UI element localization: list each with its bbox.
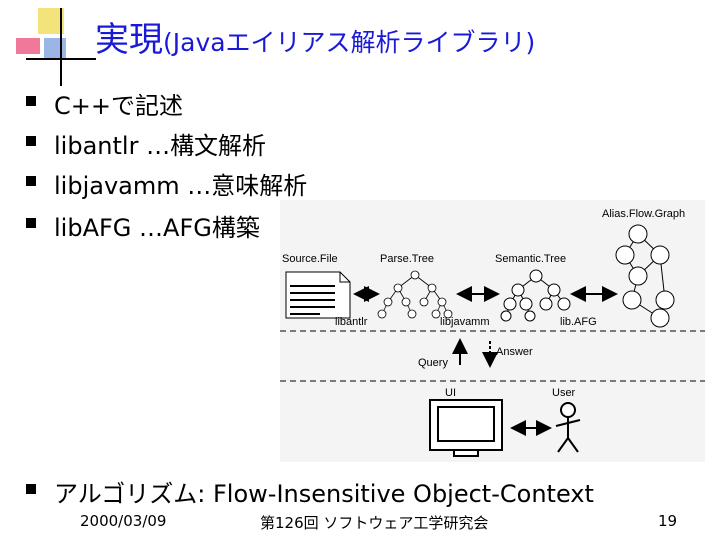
label-query: Query (418, 357, 448, 369)
slide-title: 実現(Javaエイリアス解析ライブラリ) (95, 12, 535, 61)
architecture-diagram: Source.File Parse.Tree Semantic.Tree Ali… (280, 200, 705, 462)
bullet-marker (26, 136, 36, 146)
semantic-tree-icon (500, 269, 571, 322)
label-libjavamm: libjavamm (440, 316, 490, 328)
bullet-marker (26, 484, 36, 494)
user-stick-figure-icon (555, 402, 581, 453)
bullet-text: libantlr …構文解析 (54, 132, 267, 160)
bullet-marker (26, 176, 36, 186)
label-parse-tree: Parse.Tree (380, 253, 434, 265)
label-semantic-tree: Semantic.Tree (495, 253, 566, 265)
bullet-text: C++で記述 (54, 92, 183, 120)
parse-tree-icon (377, 270, 453, 319)
title-subtitle: (Javaエイリアス解析ライブラリ) (163, 28, 536, 57)
footer-event: 第126回 ソフトウェア工学研究会 (260, 514, 489, 532)
bullet-text: アルゴリズム: Flow-Insensitive Object-Context (54, 480, 594, 508)
bullet-marker (26, 96, 36, 106)
label-libantlr: libantlr (335, 316, 368, 328)
label-libafg: lib.AFG (560, 316, 597, 328)
bullet-text: libAFG …AFG構築 (54, 214, 260, 242)
label-answer: Answer (496, 346, 533, 358)
corner-decoration (8, 8, 98, 88)
footer-date: 2000/03/09 (80, 512, 167, 530)
source-file-icon (285, 271, 351, 319)
label-alias-flow-graph: Alias.Flow.Graph (602, 208, 685, 220)
bullet-text: libjavamm …意味解析 (54, 172, 308, 200)
label-user: User (552, 387, 576, 399)
label-source-file: Source.File (282, 253, 338, 265)
alias-flow-graph-icon (615, 224, 675, 328)
page-number: 19 (658, 512, 678, 530)
monitor-icon (429, 399, 503, 457)
label-ui: UI (445, 387, 456, 399)
bullet-marker (26, 218, 36, 228)
title-main: 実現 (95, 20, 163, 60)
